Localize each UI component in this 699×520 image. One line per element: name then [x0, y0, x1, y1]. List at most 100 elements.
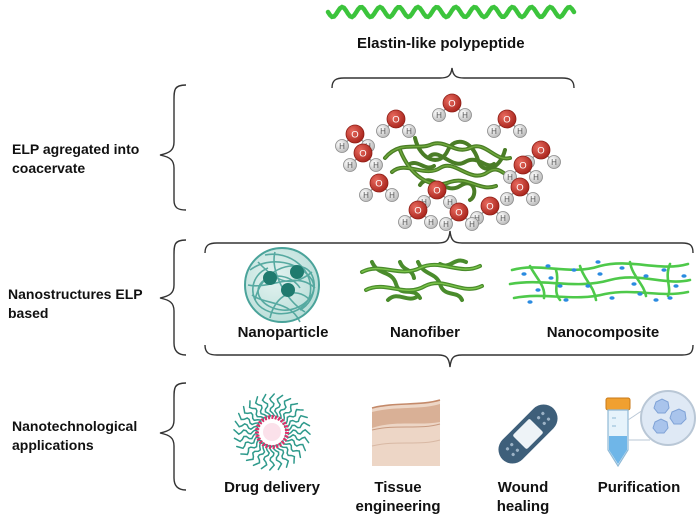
hydrogen-symbol: H	[500, 214, 506, 223]
hydrogen-symbol: H	[428, 218, 434, 227]
hydrogen-symbol: H	[402, 218, 408, 227]
hydrogen-atom: H	[496, 211, 510, 225]
oxygen-symbol: O	[448, 99, 455, 110]
hydrogen-atom: H	[376, 124, 390, 138]
hydrogen-atom: H	[343, 158, 357, 172]
water-molecule: H HO	[417, 180, 457, 209]
water-molecule: H HO	[470, 196, 510, 225]
water-molecule: H HO	[503, 155, 543, 184]
hydrogen-symbol: H	[507, 173, 513, 182]
brace-top-coacervate	[331, 67, 575, 89]
oxygen-atom: O	[510, 177, 530, 197]
hydrogen-atom: H	[526, 192, 540, 206]
hydrogen-symbol: H	[389, 191, 395, 200]
section-label-coacervate: ELP agregated into coacervate	[12, 141, 140, 176]
application-label-wound-healing: Wound healing	[496, 479, 550, 515]
hydrogen-atom: H	[432, 108, 446, 122]
drug-delivery-micelle-icon	[233, 393, 311, 471]
oxygen-atom: O	[442, 93, 462, 113]
oxygen-atom: O	[369, 173, 389, 193]
hydrogen-symbol: H	[517, 127, 523, 136]
hydrogen-symbol: H	[421, 198, 427, 207]
hydrogen-atom: H	[529, 170, 543, 184]
application-label-purification: Purification	[597, 479, 681, 496]
oxygen-symbol: O	[351, 130, 358, 141]
oxygen-atom: O	[480, 196, 500, 216]
brace-coacervate	[159, 84, 187, 211]
hydrogen-atom: H	[487, 124, 501, 138]
hydrogen-symbol: H	[530, 195, 536, 204]
hydrogen-atom: H	[424, 215, 438, 229]
brace-bottom-nanostructures	[204, 344, 694, 368]
purification-tube-icon	[605, 397, 631, 468]
wound-healing-bandage-icon	[498, 404, 558, 464]
oxygen-symbol: O	[359, 149, 366, 160]
water-molecule: H HO	[376, 109, 416, 138]
hydrogen-symbol: H	[504, 195, 510, 204]
hydrogen-atom: H	[398, 215, 412, 229]
oxygen-symbol: O	[519, 161, 526, 172]
oxygen-atom: O	[345, 124, 365, 144]
water-molecule: H HO	[432, 93, 472, 122]
hydrogen-symbol: H	[380, 127, 386, 136]
oxygen-atom: O	[449, 202, 469, 222]
hydrogen-symbol: H	[436, 111, 442, 120]
oxygen-atom: O	[513, 155, 533, 175]
oxygen-symbol: O	[433, 186, 440, 197]
brace-top-nanostructures	[204, 230, 694, 254]
hydrogen-symbol: H	[347, 161, 353, 170]
hydrogen-atom: H	[547, 155, 561, 169]
hydrogen-symbol: H	[462, 111, 468, 120]
nanostructure-label-nanocomposite: Nanocomposite	[546, 324, 660, 341]
hydrogen-atom: H	[359, 188, 373, 202]
oxygen-symbol: O	[516, 183, 523, 194]
nanofiber-illustration	[360, 258, 484, 302]
hydrogen-atom: H	[503, 170, 517, 184]
oxygen-symbol: O	[503, 115, 510, 126]
hydrogen-atom: H	[439, 217, 453, 231]
oxygen-symbol: O	[537, 146, 544, 157]
nanostructure-label-nanoparticle: Nanoparticle	[237, 324, 329, 341]
water-molecule: H HO	[398, 200, 438, 229]
water-molecule: H HO	[359, 173, 399, 202]
oxygen-atom: O	[386, 109, 406, 129]
oxygen-symbol: O	[414, 206, 421, 217]
oxygen-atom: O	[497, 109, 517, 129]
oxygen-symbol: O	[392, 115, 399, 126]
hydrogen-atom: H	[458, 108, 472, 122]
hydrogen-symbol: H	[406, 127, 412, 136]
hydrogen-atom: H	[465, 217, 479, 231]
purification-magnifier-icon	[627, 390, 696, 446]
application-label-tissue-engineering: Tissue engineering	[355, 479, 441, 515]
oxygen-symbol: O	[455, 208, 462, 219]
water-molecules: HHOHHOHHOHHOHHOHHOHHOHHOHHOHHOHHOHHOHHO	[335, 93, 561, 231]
application-label-drug-delivery: Drug delivery	[224, 479, 320, 496]
hydrogen-symbol: H	[447, 198, 453, 207]
hydrogen-symbol: H	[339, 142, 345, 151]
hydrogen-symbol: H	[551, 158, 557, 167]
oxygen-atom: O	[353, 143, 373, 163]
nanostructure-label-nanofiber: Nanofiber	[389, 324, 460, 341]
section-label-applications: Nanotechnological applications	[12, 418, 138, 453]
oxygen-atom: O	[427, 180, 447, 200]
elastin-like-polypeptide-chain	[325, 4, 577, 20]
water-molecule: H HO	[500, 177, 540, 206]
hydrogen-symbol: H	[443, 220, 449, 229]
coacervate-tangle-highlight	[384, 142, 513, 189]
hydrogen-symbol: H	[491, 127, 497, 136]
oxygen-atom: O	[408, 200, 428, 220]
tissue-engineering-skin-icon	[371, 399, 441, 466]
hydrogen-atom: H	[402, 124, 416, 138]
hydrogen-atom: H	[385, 188, 399, 202]
water-molecule: H HO	[487, 109, 527, 138]
hydrogen-symbol: H	[474, 214, 480, 223]
hydrogen-atom: H	[369, 158, 383, 172]
nanoparticle-illustration	[244, 247, 320, 323]
hydrogen-symbol: H	[533, 173, 539, 182]
brace-applications	[159, 382, 187, 491]
nanocomposite-illustration	[508, 260, 692, 302]
hydrogen-symbol: H	[373, 161, 379, 170]
